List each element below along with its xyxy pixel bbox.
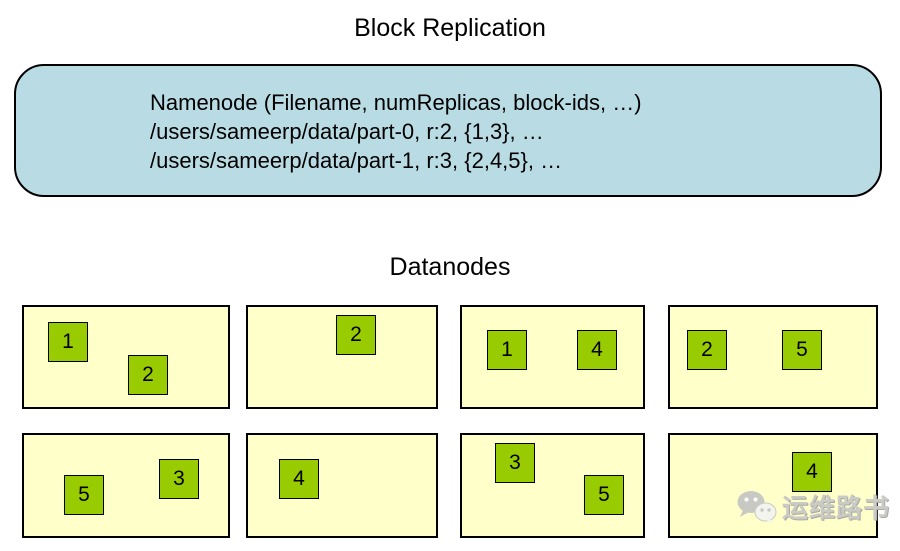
block-1: 1 xyxy=(48,322,88,362)
block-1: 1 xyxy=(487,330,527,370)
namenode-text: Namenode (Filename, numReplicas, block-i… xyxy=(150,88,642,175)
block-5: 5 xyxy=(782,330,822,370)
block-5: 5 xyxy=(64,475,104,515)
block-2: 2 xyxy=(336,315,376,355)
datanodes-label: Datanodes xyxy=(389,253,511,281)
datanode-box-6: 4 xyxy=(246,433,438,538)
namenode-line-1: Namenode (Filename, numReplicas, block-i… xyxy=(150,90,642,115)
block-3: 3 xyxy=(159,459,199,499)
block-4: 4 xyxy=(577,330,617,370)
block-2: 2 xyxy=(128,355,168,395)
datanode-box-8: 4 xyxy=(668,433,878,538)
slide-title: Block Replication xyxy=(354,14,546,42)
namenode-line-2: /users/sameerp/data/part-0, r:2, {1,3}, … xyxy=(150,119,544,144)
block-4: 4 xyxy=(792,452,832,492)
datanode-box-2: 2 xyxy=(246,305,438,409)
block-5: 5 xyxy=(584,475,624,515)
block-2: 2 xyxy=(687,330,727,370)
namenode-box: Namenode (Filename, numReplicas, block-i… xyxy=(14,64,882,197)
block-4: 4 xyxy=(279,459,319,499)
block-3: 3 xyxy=(495,443,535,483)
namenode-line-3: /users/sameerp/data/part-1, r:3, {2,4,5}… xyxy=(150,148,563,173)
